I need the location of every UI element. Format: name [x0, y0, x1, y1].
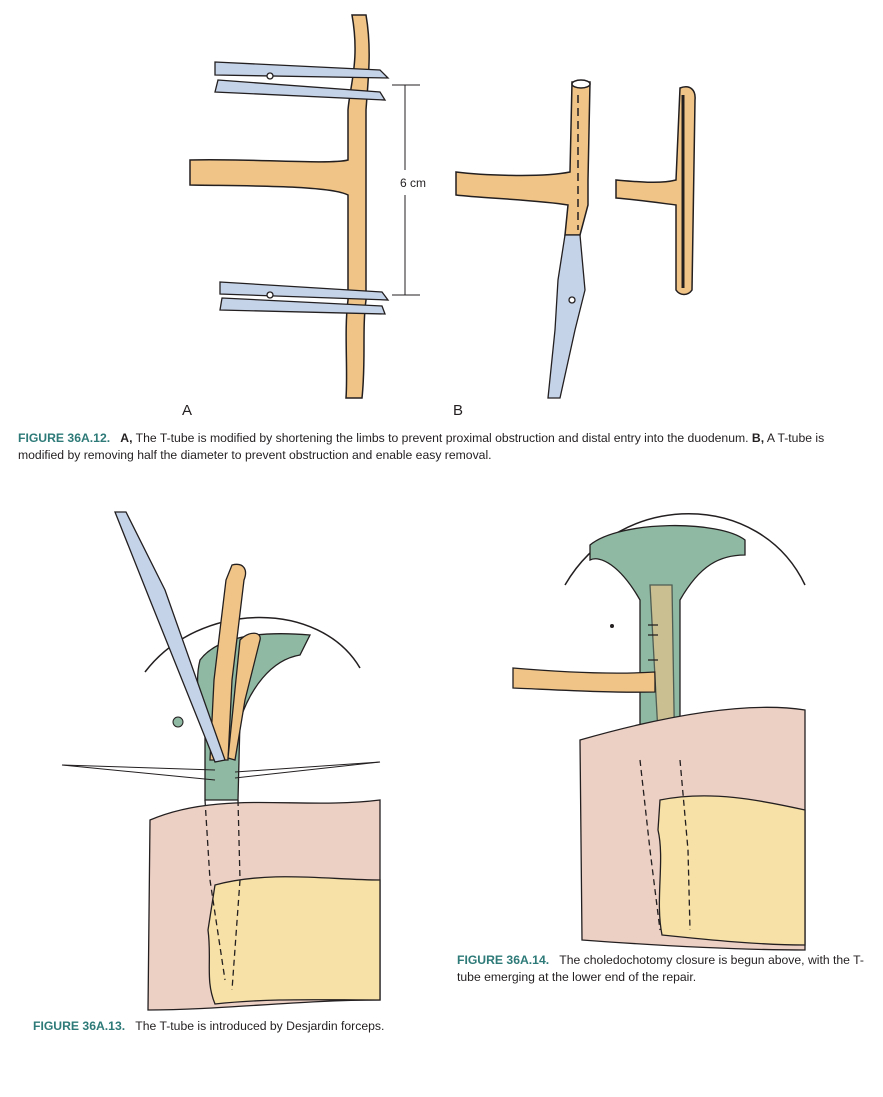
- figure-13-caption: FIGURE 36A.13. The T-tube is introduced …: [33, 1018, 533, 1035]
- figure-13-number: FIGURE 36A.13.: [33, 1019, 126, 1033]
- panel-a-scissors-top: [214, 61, 390, 101]
- panel-b-halved-t-tube: [615, 86, 696, 296]
- figure-14-t-tube: [512, 667, 656, 693]
- panel-a-t-tube: [189, 14, 370, 399]
- dimension-marker: [392, 84, 420, 296]
- figure-13-pancreas: [207, 876, 381, 1005]
- figure-14-number: FIGURE 36A.14.: [457, 953, 550, 967]
- figure-14-text: The choledochotomy closure is begun abov…: [457, 953, 864, 984]
- panel-b-scissors: [547, 234, 586, 399]
- figure-14-caption: FIGURE 36A.14. The choledochotomy closur…: [457, 952, 869, 986]
- figure-12-illustration: [189, 14, 696, 399]
- figure-13-forceps: [114, 511, 226, 763]
- figure-12-part-a-text: The T-tube is modified by shortening the…: [135, 431, 749, 445]
- figure-12-part-b-marker: B,: [751, 431, 765, 445]
- figure-12-part-b-text: A T-tube is modified by removing half th…: [18, 431, 825, 462]
- figure-12-number: FIGURE 36A.12.: [18, 431, 111, 445]
- panel-a-label: A: [182, 402, 193, 419]
- figure-14-pancreas: [657, 795, 806, 946]
- figure-12-caption: FIGURE 36A.12. A, The T-tube is modified…: [18, 430, 868, 464]
- figure-12-part-a-marker: A,: [120, 431, 133, 445]
- dimension-label: 6 cm: [398, 176, 429, 190]
- panel-b-label: B: [453, 402, 464, 419]
- panel-b-t-tube: [455, 79, 591, 236]
- figure-13-text: The T-tube is introduced by Desjardin fo…: [135, 1019, 385, 1033]
- panel-a-scissors-bottom: [219, 281, 390, 315]
